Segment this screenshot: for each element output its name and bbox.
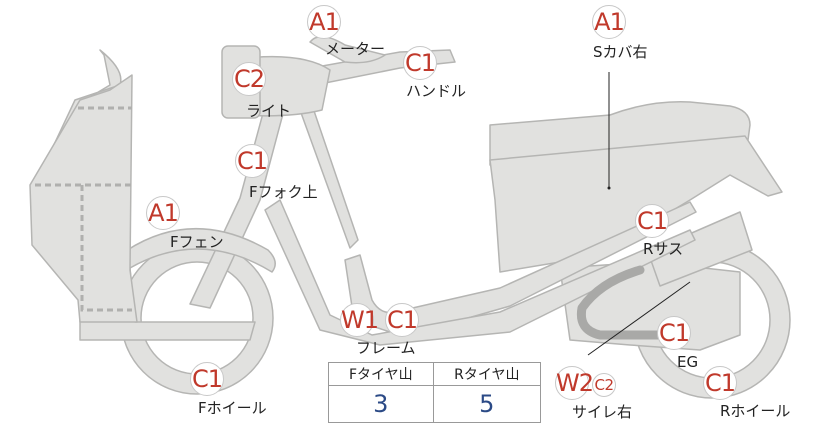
light-label: ライト xyxy=(246,102,292,120)
front-tire-header: Fタイヤ山 xyxy=(328,362,434,386)
engine-label: EG xyxy=(677,353,699,371)
front-wheel-grade-badge: C1 xyxy=(190,362,224,396)
front-wheel-label: Fホイール xyxy=(198,399,267,417)
rear-suspension-grade-badge: C1 xyxy=(635,204,669,238)
frame-grade-badge: W1 xyxy=(340,303,379,337)
muffler-grade-badge-2: C2 xyxy=(592,373,616,397)
fender-label: Fフェン xyxy=(170,233,224,251)
muffler-label: サイレ右 xyxy=(572,403,633,421)
tire-tread-table: Fタイヤ山 Rタイヤ山 3 5 xyxy=(328,362,542,423)
fork-grade-badge: C1 xyxy=(235,144,269,178)
rear-tire-header: Rタイヤ山 xyxy=(432,362,542,386)
muffler-grade-badge: W2 xyxy=(555,366,594,400)
front-fender-shape xyxy=(119,227,276,273)
fork-label: Fフォク上 xyxy=(249,183,318,201)
seat-shape xyxy=(489,101,751,166)
meter-grade-badge: A1 xyxy=(307,5,341,39)
frame-grade-badge-2: C1 xyxy=(385,303,419,337)
meter-label: メーター xyxy=(325,40,386,58)
s-cover-label: Sカバ右 xyxy=(593,43,648,61)
front-tire-value: 3 xyxy=(328,385,434,423)
s-cover-grade-badge: A1 xyxy=(592,5,626,39)
side-cover-shape xyxy=(489,135,783,273)
engine-grade-badge: C1 xyxy=(657,316,691,350)
frame-label: フレーム xyxy=(356,339,416,357)
fender-grade-badge: A1 xyxy=(146,196,180,230)
rear-tire-value: 5 xyxy=(432,385,542,423)
muffler-leader xyxy=(587,281,691,356)
light-grade-badge: C2 xyxy=(232,62,266,96)
handle-grade-badge: C1 xyxy=(403,46,437,80)
rear-suspension-label: Rサス xyxy=(643,240,684,258)
muffler-pipe-shape xyxy=(576,265,665,340)
handle-label: ハンドル xyxy=(406,82,467,100)
rear-wheel-label: Rホイール xyxy=(720,402,791,420)
rear-wheel-grade-badge: C1 xyxy=(703,366,737,400)
rear-suspension-shape xyxy=(647,211,753,287)
